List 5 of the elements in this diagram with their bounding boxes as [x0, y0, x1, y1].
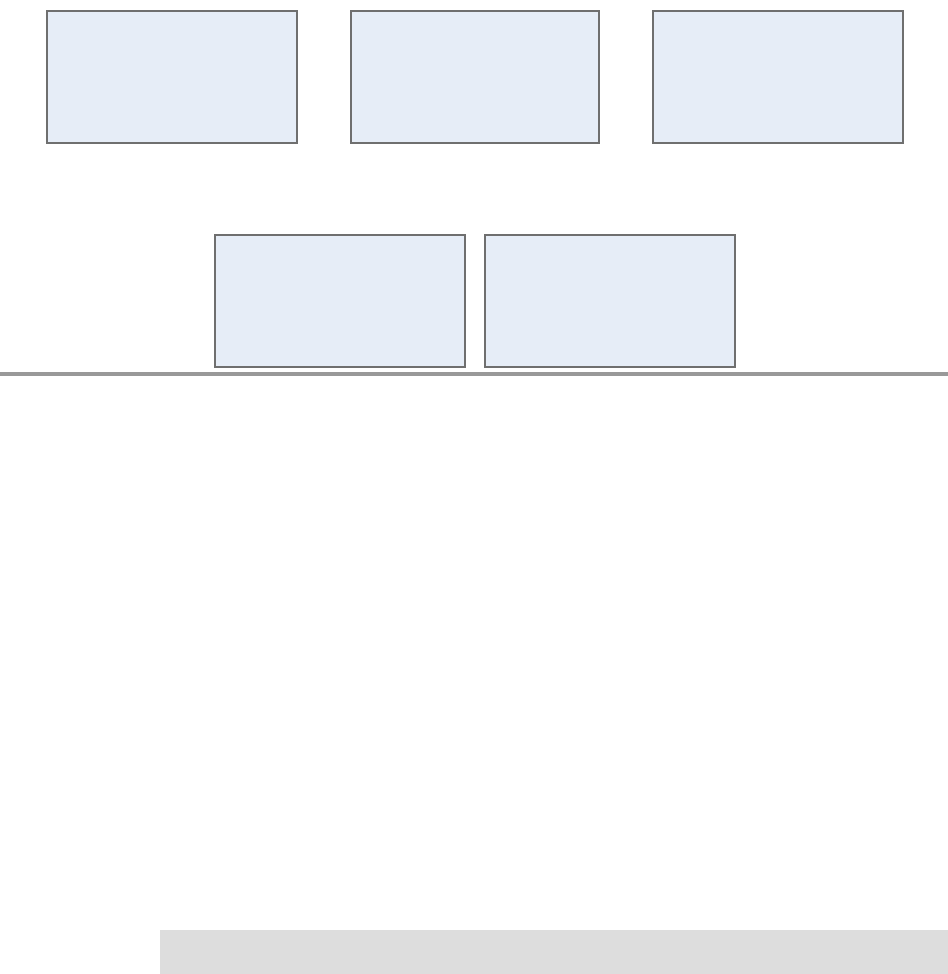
empty-box — [484, 234, 736, 368]
empty-box — [652, 10, 904, 144]
empty-box — [350, 10, 600, 144]
empty-box — [46, 10, 298, 144]
empty-box — [214, 234, 466, 368]
